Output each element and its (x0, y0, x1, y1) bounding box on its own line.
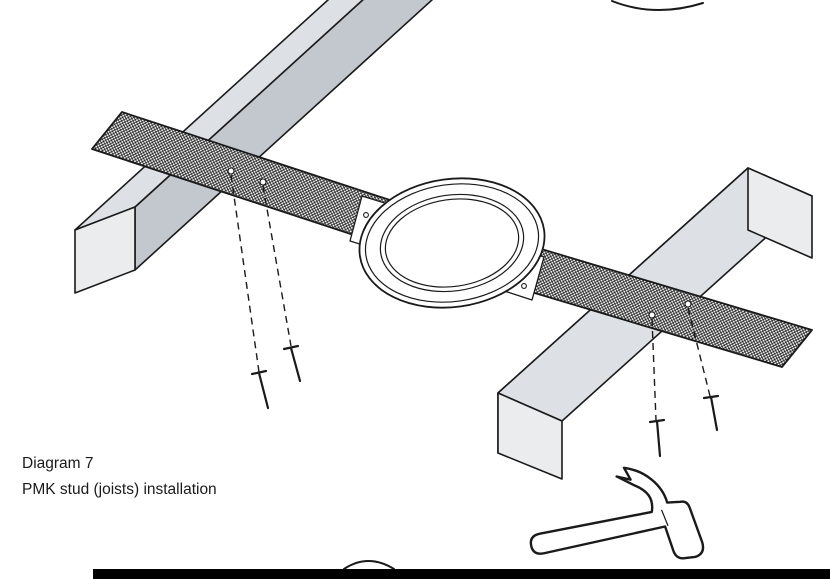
screw-icon (521, 283, 527, 289)
cropped-curve-top (611, 0, 704, 11)
nail-hole (259, 178, 267, 186)
caption: Diagram 7 PMK stud (joists) installation (22, 451, 217, 503)
guide-line-dashed (651, 318, 657, 421)
joist-left-end-face (74, 206, 136, 294)
joist-right-near-end-face (497, 392, 563, 480)
ring-outer-rim-inner-line (364, 183, 540, 303)
ring-opening (379, 193, 525, 293)
nail-hole (227, 167, 235, 175)
nail-hole (648, 311, 656, 319)
cropped-curve-bottom (343, 560, 395, 570)
guide-line-dashed (262, 185, 292, 347)
ring-opening-inner-line (384, 198, 520, 288)
caption-title: Diagram 7 (22, 455, 94, 472)
hammer-neck-line (661, 509, 669, 527)
joist-right-far-end-face (747, 167, 813, 259)
hammer-icon (529, 466, 705, 560)
nail-hole (684, 300, 692, 308)
mounting-ring (358, 177, 546, 309)
guide-line-dashed (687, 307, 711, 397)
caption-subtitle: PMK stud (joists) installation (22, 481, 217, 498)
footer-bar (93, 569, 830, 579)
nail-icon (282, 344, 302, 383)
guide-line-dashed (230, 174, 260, 373)
ring-outer-rim (358, 177, 546, 309)
nail-icon (702, 394, 720, 432)
nail-icon (648, 418, 666, 458)
screw-icon (363, 212, 369, 218)
nail-icon (250, 369, 270, 410)
joist-left (74, 0, 434, 294)
